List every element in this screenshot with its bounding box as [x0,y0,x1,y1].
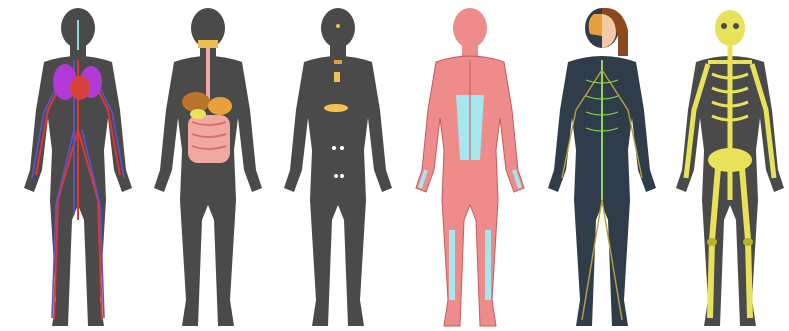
nervous-system-figure [536,0,666,331]
circulatory-system-figure [8,0,138,331]
endocrine-system-icon [272,0,402,331]
nervous-system-icon [536,0,666,331]
endocrine-system-figure [272,0,402,331]
digestive-system-icon [140,0,270,331]
muscular-system-icon [404,0,534,331]
skeletal-system-icon [668,0,788,331]
muscular-system-figure [404,0,534,331]
digestive-system-figure [140,0,270,331]
skeletal-system-figure [668,0,788,331]
circulatory-system-icon [8,0,138,331]
